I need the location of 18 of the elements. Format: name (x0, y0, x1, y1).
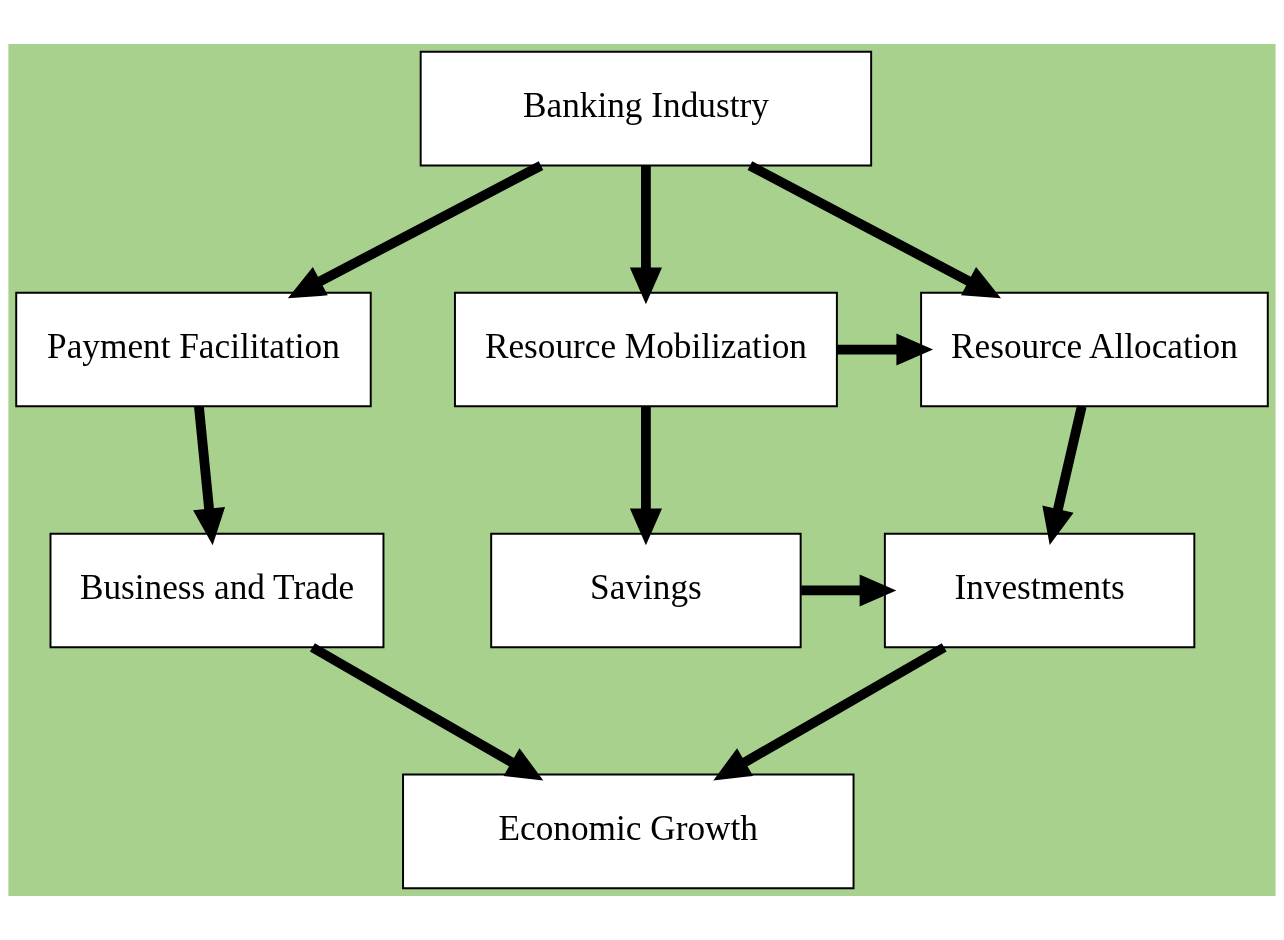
node-box: Investments (883, 532, 1196, 649)
node-box: Resource Allocation (920, 291, 1269, 408)
node-box: Economic Growth (402, 773, 855, 890)
arrow (801, 574, 897, 607)
node-box: Banking Industry (419, 50, 873, 167)
arrow (747, 161, 1001, 299)
arrow (836, 333, 934, 366)
node-box: Payment Facilitation (15, 291, 372, 408)
node-box: Resource Mobilization (453, 291, 838, 408)
arrow (629, 406, 662, 546)
node-box: Business and Trade (49, 532, 385, 649)
arrow (309, 643, 544, 781)
node-box: Savings (490, 532, 802, 649)
arrow (193, 405, 226, 546)
arrow (287, 161, 544, 299)
arrow (629, 165, 662, 305)
arrow (1042, 405, 1087, 545)
arrow (713, 643, 947, 781)
